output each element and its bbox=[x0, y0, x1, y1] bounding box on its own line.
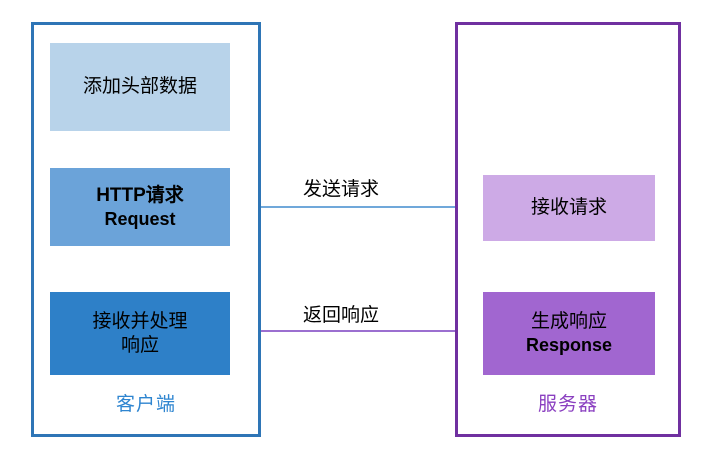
node-http-request-label-primary: HTTP请求 bbox=[96, 184, 184, 206]
node-add-header-data[interactable]: 添加头部数据 bbox=[50, 43, 230, 131]
edge-label-send-request: 发送请求 bbox=[303, 179, 380, 200]
node-receive-and-process-response[interactable]: 接收并处理 响应 bbox=[50, 292, 230, 375]
node-receive-request[interactable]: 接收请求 bbox=[483, 175, 655, 241]
edge-label-return-response: 返回响应 bbox=[303, 305, 380, 326]
node-generate-response-label-primary: 生成响应 bbox=[530, 311, 607, 333]
node-http-request[interactable]: HTTP请求 Request bbox=[50, 168, 230, 246]
node-receive-and-process-response-label-primary: 接收并处理 bbox=[92, 310, 188, 332]
node-generate-response-label-secondary: Response bbox=[525, 335, 613, 356]
node-generate-response[interactable]: 生成响应 Response bbox=[483, 292, 655, 375]
panel-server-label: 服务器 bbox=[537, 394, 598, 415]
panel-client-label: 客户端 bbox=[115, 394, 176, 415]
node-receive-and-process-response-label-secondary: 响应 bbox=[120, 334, 159, 356]
node-receive-request-label: 接收请求 bbox=[530, 197, 607, 219]
node-add-header-data-label: 添加头部数据 bbox=[82, 76, 197, 98]
node-http-request-label-secondary: Request bbox=[104, 208, 176, 229]
